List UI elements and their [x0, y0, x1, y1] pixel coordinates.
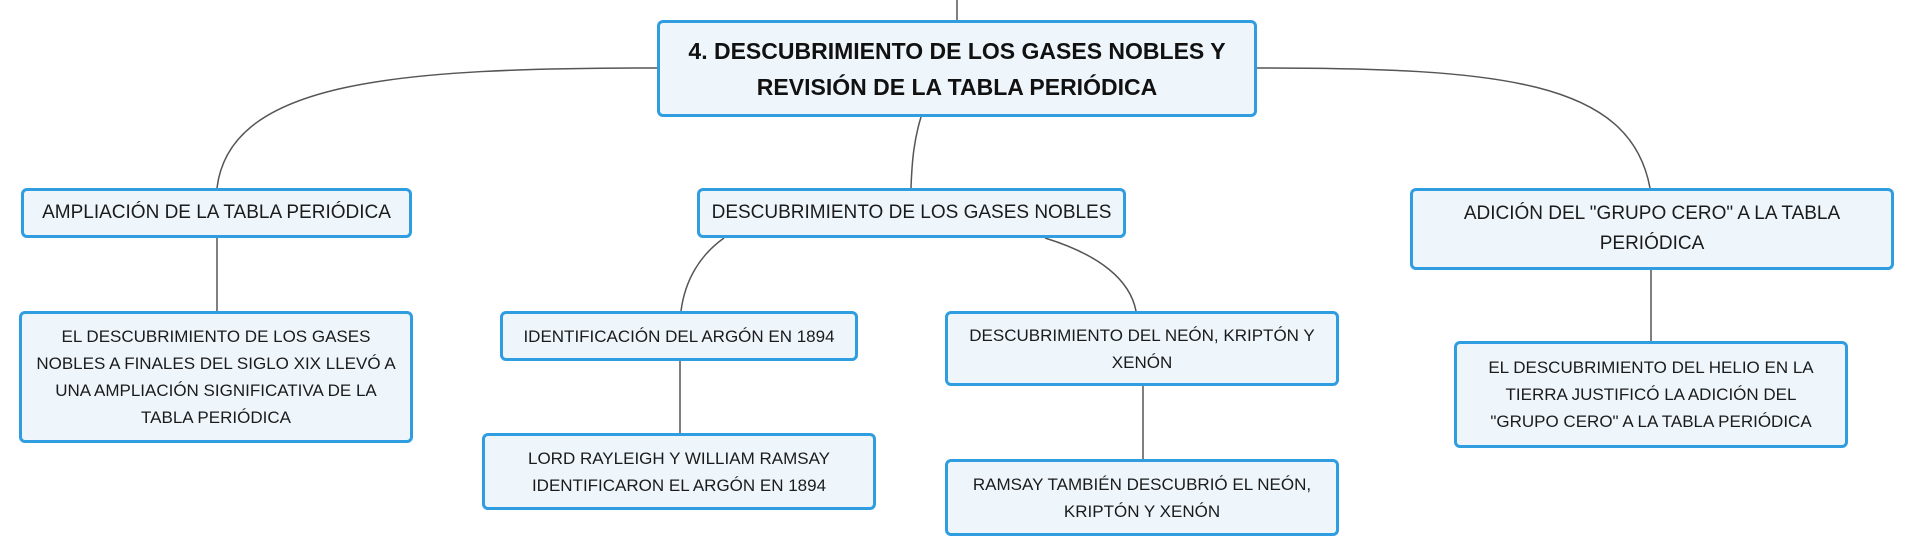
- branch-ampliacion-label: AMPLIACIÓN DE LA TABLA PERIÓDICA: [42, 202, 391, 223]
- branch-descubrimiento-node[interactable]: DESCUBRIMIENTO DE LOS GASES NOBLES: [697, 188, 1126, 238]
- argon-detail-node[interactable]: LORD RAYLEIGH Y WILLIAM RAMSAY IDENTIFIC…: [482, 433, 876, 510]
- subtopic-neon-label: DESCUBRIMIENTO DEL NEÓN, KRIPTÓN Y XENÓN: [969, 325, 1315, 372]
- subtopic-argon-node[interactable]: IDENTIFICACIÓN DEL ARGÓN EN 1894: [500, 311, 858, 361]
- adicion-detail-node[interactable]: EL DESCUBRIMIENTO DEL HELIO EN LA TIERRA…: [1454, 341, 1848, 448]
- connector-root-to-descubrimiento: [910, 116, 922, 189]
- branch-ampliacion-node[interactable]: AMPLIACIÓN DE LA TABLA PERIÓDICA: [21, 188, 412, 238]
- root-topic-label: 4. DESCUBRIMIENTO DE LOS GASES NOBLES Y …: [688, 37, 1226, 100]
- branch-descubrimiento-label: DESCUBRIMIENTO DE LOS GASES NOBLES: [711, 202, 1112, 223]
- connector-root-to-ampliacion: [216, 67, 658, 189]
- connector-root-to-adicion: [1256, 67, 1651, 189]
- neon-detail-label: RAMSAY TAMBIÉN DESCUBRIÓ EL NEÓN, KRIPTÓ…: [972, 474, 1312, 521]
- ampliacion-detail-label: EL DESCUBRIMIENTO DE LOS GASES NOBLES A …: [36, 327, 396, 427]
- connector-descubrimiento-to-argon: [680, 237, 725, 312]
- subtopic-argon-label: IDENTIFICACIÓN DEL ARGÓN EN 1894: [523, 326, 835, 346]
- adicion-detail-label: EL DESCUBRIMIENTO DEL HELIO EN LA TIERRA…: [1488, 358, 1814, 431]
- neon-detail-node[interactable]: RAMSAY TAMBIÉN DESCUBRIÓ EL NEÓN, KRIPTÓ…: [945, 459, 1339, 536]
- argon-detail-label: LORD RAYLEIGH Y WILLIAM RAMSAY IDENTIFIC…: [528, 448, 830, 495]
- subtopic-neon-node[interactable]: DESCUBRIMIENTO DEL NEÓN, KRIPTÓN Y XENÓN: [945, 311, 1339, 386]
- branch-adicion-node[interactable]: ADICIÓN DEL "GRUPO CERO" A LA TABLA PERI…: [1410, 188, 1894, 270]
- ampliacion-detail-node[interactable]: EL DESCUBRIMIENTO DE LOS GASES NOBLES A …: [19, 311, 413, 443]
- root-topic-node[interactable]: 4. DESCUBRIMIENTO DE LOS GASES NOBLES Y …: [657, 20, 1257, 117]
- connector-descubrimiento-to-neon: [1044, 237, 1137, 312]
- branch-adicion-label: ADICIÓN DEL "GRUPO CERO" A LA TABLA PERI…: [1463, 203, 1841, 254]
